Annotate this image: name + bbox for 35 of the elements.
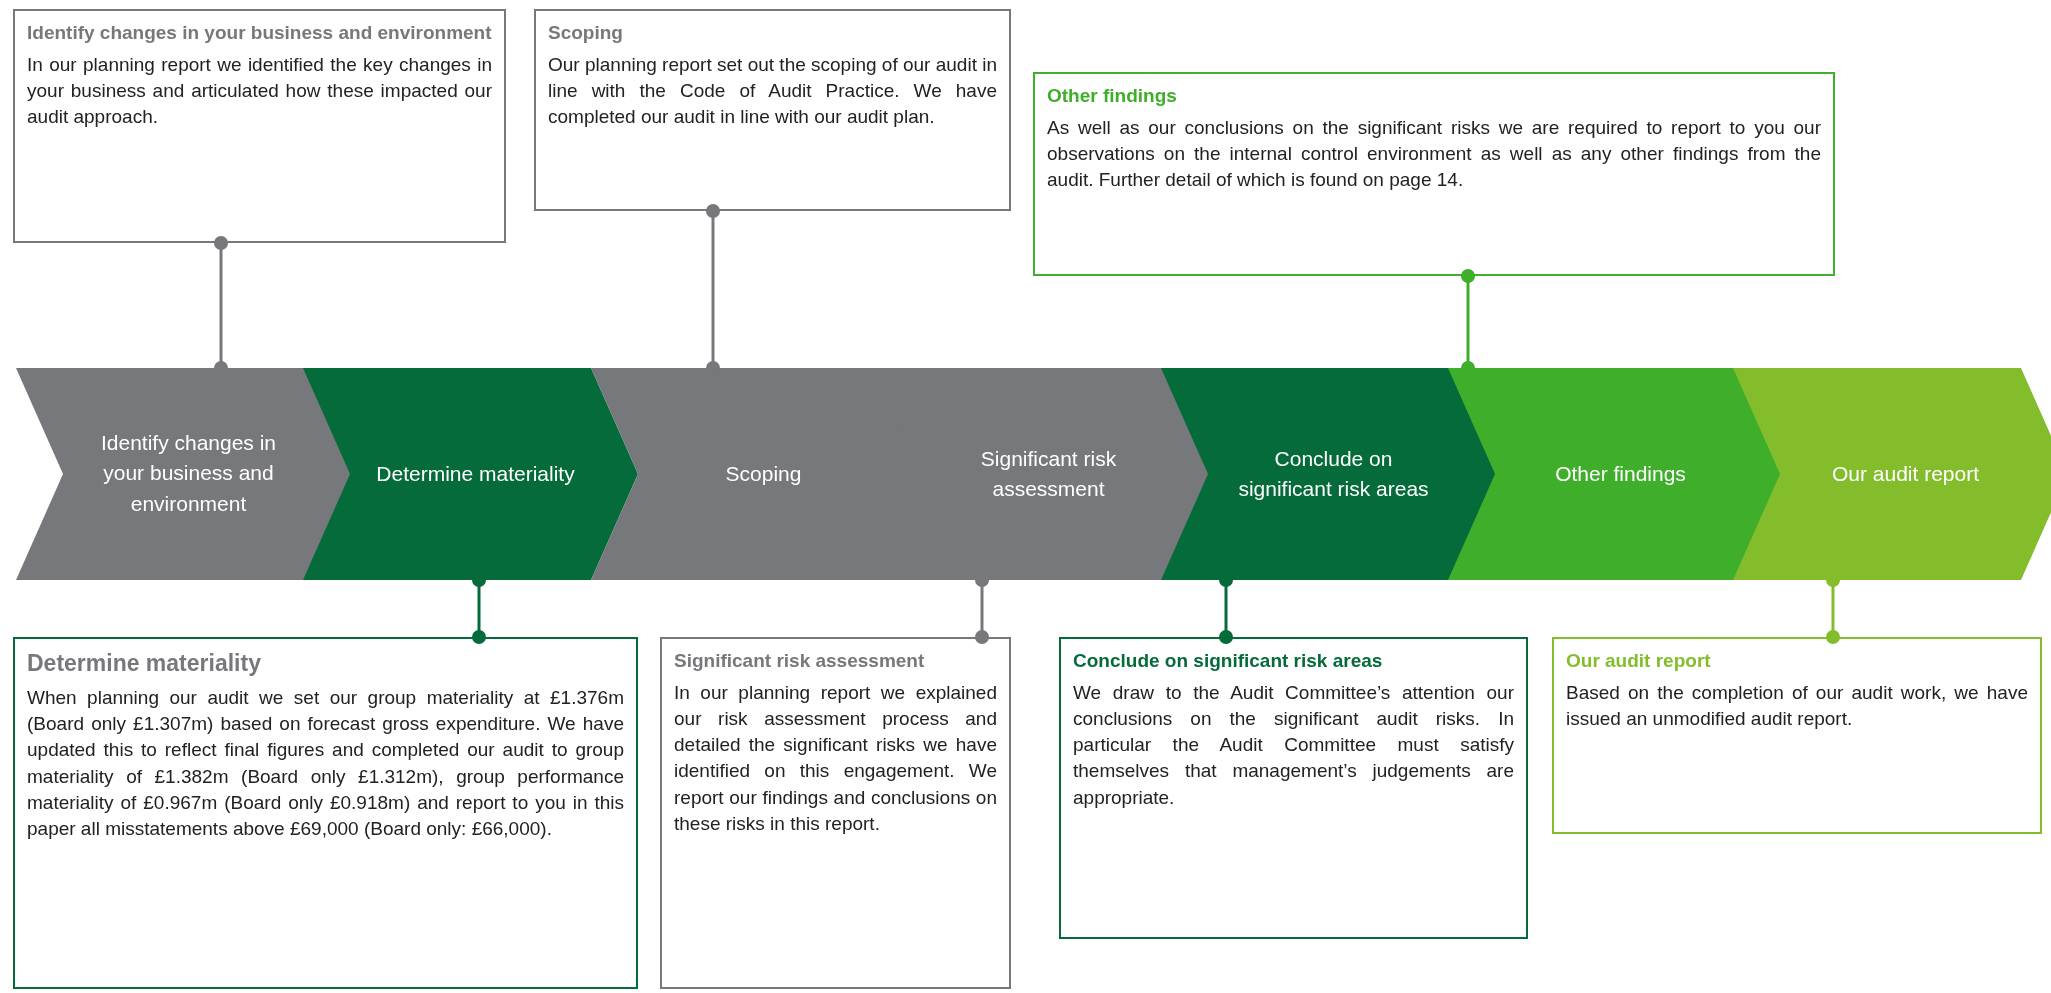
step-label: Scoping	[724, 460, 803, 487]
callout-heading: Scoping	[548, 21, 624, 45]
chevron-step	[591, 368, 926, 580]
chevron-step	[1733, 368, 2051, 580]
callout-text: Based on the completion of our audit work, we have issued an unmodified audit report.	[1566, 680, 2028, 731]
chevron-step	[876, 368, 1211, 580]
callout-heading: Significant risk assessment	[674, 649, 926, 673]
callout-text: In our planning report we identified the key changes in your business and articulated how these impacted our audit approach.	[27, 52, 492, 130]
callout-box	[1033, 72, 1835, 276]
callout-box	[660, 637, 1011, 989]
chevron-step	[1448, 368, 1783, 580]
callout-box	[1552, 637, 2042, 834]
callout-text: Our planning report set out the scoping of our audit in line with the Code of Audit Practice. We have completed our audit in line with our audit plan.	[548, 52, 997, 130]
callout-box	[13, 9, 506, 243]
chevron-step	[303, 368, 638, 580]
chevron-step	[16, 368, 351, 580]
step-label: Other findings	[1554, 460, 1687, 487]
callout-text: We draw to the Audit Committee’s attention our conclusions on the significant audit risks. In particular the Audit Committee must satisfy themselves that management’s judgements are appropriate.	[1073, 680, 1514, 810]
callout-text: As well as our conclusions on the significant risks we are required to report to you our observations on the internal control environment as well as any other findings from the audit. Further detail of which is found on page 14.	[1047, 115, 1821, 193]
callout-box	[13, 637, 638, 989]
callout-heading: Our audit report	[1566, 649, 1712, 673]
callout-heading: Conclude on significant risk areas	[1073, 649, 1384, 673]
step-label: Significant risk assessment	[979, 445, 1118, 502]
callout-text: When planning our audit we set our group materiality at £1.376m (Board only £1.307m) based on forecast gross expenditure. We have updated this to reflect final figures and completed our audit to group materiality of £1.382m (Board only £1.312m), group performance materiality of £0.967m (Board only £0.918m) and report to you in this paper all misstatements above £69,000 (Board only: £66,000).	[27, 685, 624, 841]
step-label: Our audit report	[1830, 460, 1981, 487]
callout-box	[1059, 637, 1528, 939]
callout-heading: Identify changes in your business and environment	[27, 21, 492, 45]
step-label: Determine materiality	[375, 460, 576, 487]
callout-text: In our planning report we explained our risk assessment process and detailed the significant risks we have identified on this engagement. We report our findings and conclusions on these risks in this report.	[674, 680, 997, 836]
step-label: Conclude on significant risk areas	[1237, 445, 1430, 502]
chevron-step	[1161, 368, 1496, 580]
callout-heading: Other findings	[1047, 84, 1178, 108]
callout-box	[534, 9, 1011, 211]
callout-heading: Determine materiality	[27, 649, 262, 678]
step-label: Identify changes in your business and environment	[99, 430, 278, 518]
